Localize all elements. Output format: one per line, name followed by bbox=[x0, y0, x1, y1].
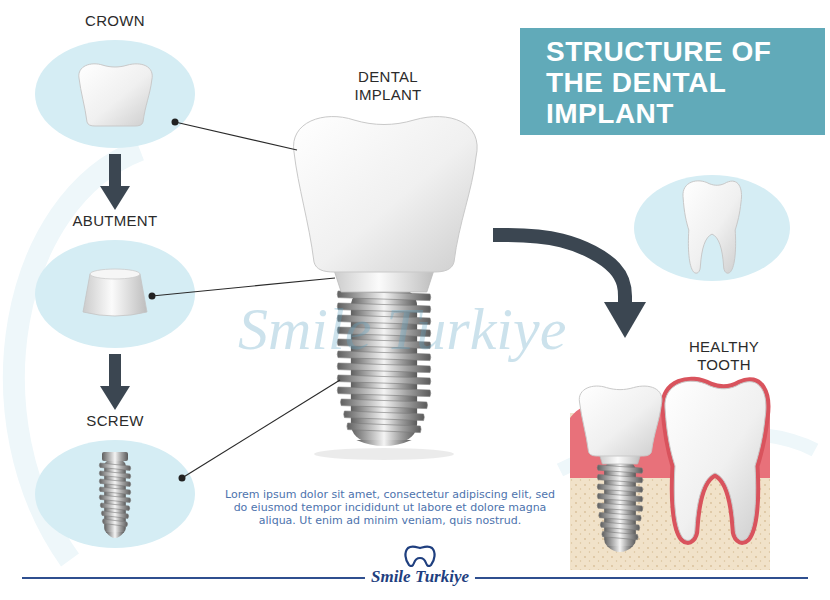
part-picture bbox=[99, 452, 131, 538]
tooth-section: HEALTHY TOOTH bbox=[565, 338, 780, 573]
screw-thread bbox=[337, 375, 431, 385]
section-picture bbox=[570, 381, 770, 570]
watermark: Smile Turkiye bbox=[238, 296, 566, 362]
screw-thread bbox=[99, 471, 131, 478]
natural-tooth bbox=[665, 381, 766, 540]
part-label: CROWN bbox=[35, 12, 195, 30]
implant-shadow bbox=[314, 448, 454, 460]
leader-line bbox=[182, 380, 340, 478]
screw-thread bbox=[101, 511, 128, 518]
screw-thread bbox=[597, 494, 643, 502]
label-wrap: Smile Turkiye bbox=[238, 296, 566, 362]
crown-shape bbox=[294, 117, 478, 272]
diagram-title: STRUCTURE OF THE DENTAL IMPLANT bbox=[546, 37, 818, 129]
part-label: DENTAL IMPLANT bbox=[338, 68, 438, 104]
title-wrap: STRUCTURE OF THE DENTAL IMPLANT bbox=[546, 37, 818, 129]
screw-thread bbox=[347, 423, 421, 433]
screw-thread bbox=[337, 387, 431, 397]
screw-thread bbox=[344, 411, 425, 421]
screw-thread bbox=[599, 513, 641, 521]
shape-art bbox=[565, 338, 780, 573]
part-picture bbox=[79, 64, 152, 126]
screw-thread bbox=[99, 487, 131, 494]
abutment-top bbox=[90, 269, 140, 279]
screw-thread bbox=[99, 463, 131, 470]
implant-illustration: DENTAL IMPLANT bbox=[283, 68, 493, 458]
root-lining bbox=[665, 381, 766, 540]
crown-shape bbox=[579, 386, 662, 456]
abutment-shape bbox=[83, 274, 147, 316]
healthy-tooth-bubble bbox=[634, 175, 790, 281]
part-label: ABUTMENT bbox=[35, 212, 195, 230]
title-banner bbox=[520, 28, 825, 135]
screw-tip bbox=[106, 532, 124, 538]
part-bubble bbox=[35, 440, 195, 548]
healthy-tooth-icon bbox=[683, 181, 742, 273]
screw-thread bbox=[597, 465, 643, 473]
leader-line bbox=[175, 122, 297, 150]
flow-arrow bbox=[109, 154, 121, 186]
part-label: SCREW bbox=[35, 412, 195, 430]
brand-logo: Smile Turkiye bbox=[365, 567, 475, 587]
abutment-part: ABUTMENT bbox=[35, 212, 195, 348]
part-bubble bbox=[35, 240, 195, 348]
logo-icon bbox=[405, 546, 434, 566]
shape-art bbox=[35, 212, 195, 348]
screw-thread bbox=[602, 532, 638, 540]
screw-thread bbox=[99, 479, 131, 486]
screw-cap bbox=[102, 452, 128, 461]
flow-arrow bbox=[109, 354, 121, 386]
label-wrap: Lorem ipsum dolor sit amet, consectetur … bbox=[225, 488, 555, 528]
shape-art bbox=[283, 68, 493, 458]
screw-thread bbox=[340, 399, 427, 409]
screw-thread bbox=[600, 522, 639, 530]
flow-arrow bbox=[493, 235, 625, 302]
part-bubble bbox=[35, 40, 195, 148]
screw-thread bbox=[100, 503, 129, 510]
implant-picture bbox=[294, 117, 478, 460]
screw-tip bbox=[356, 440, 411, 446]
placeholder-text: Lorem ipsum dolor sit amet, consectetur … bbox=[225, 488, 555, 528]
label-wrap: Smile Turkiye bbox=[365, 567, 475, 587]
screw-thread bbox=[102, 519, 127, 526]
screw-thread bbox=[597, 484, 643, 492]
part-picture bbox=[83, 269, 147, 316]
crown-shape bbox=[79, 64, 152, 126]
screw-shape bbox=[99, 460, 131, 538]
shape-art bbox=[35, 412, 195, 548]
screw-part: SCREW bbox=[35, 412, 195, 548]
screw-shape bbox=[597, 462, 643, 552]
crown-part: CROWN bbox=[35, 12, 195, 148]
part-label: HEALTHY TOOTH bbox=[678, 338, 770, 374]
screw-thread bbox=[597, 475, 643, 483]
screw-tip bbox=[607, 546, 633, 552]
screw-thread bbox=[597, 503, 643, 511]
screw-thread bbox=[337, 363, 431, 373]
screw-thread bbox=[99, 495, 131, 502]
tooth-shape bbox=[683, 181, 742, 273]
shape-art bbox=[35, 12, 195, 148]
